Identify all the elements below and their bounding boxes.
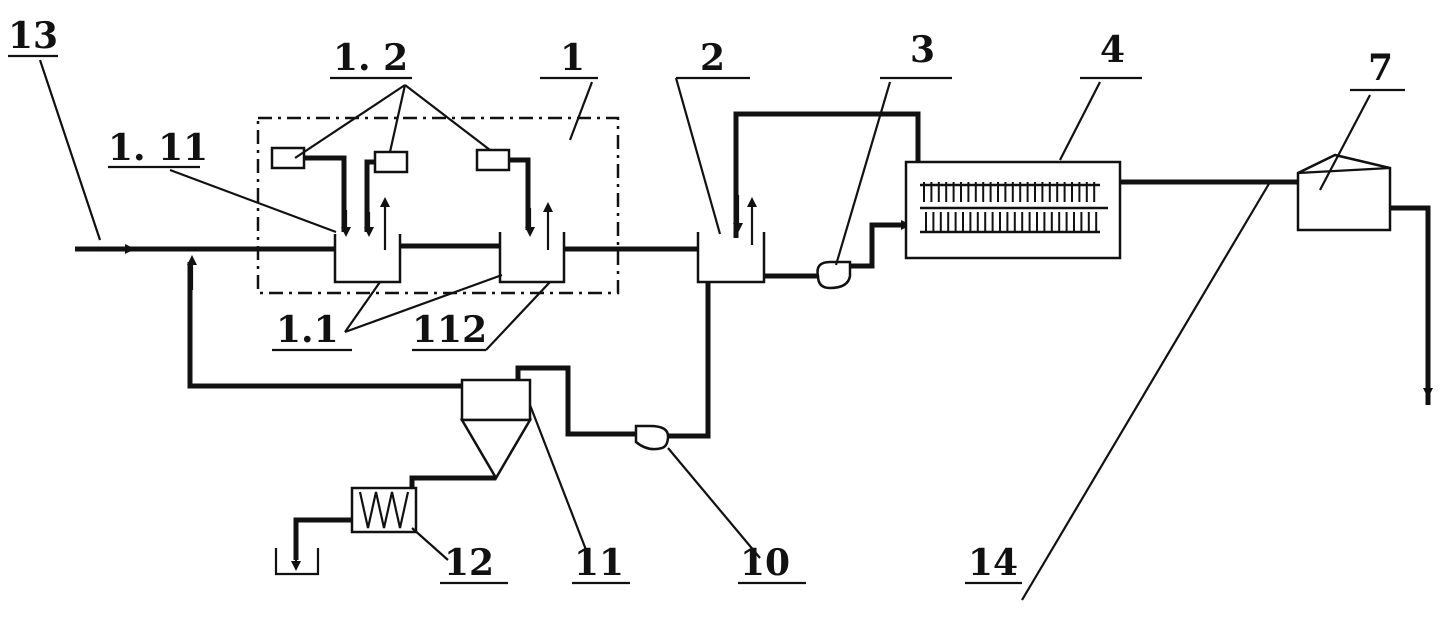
pump-10 xyxy=(634,424,670,451)
label-3: 3 xyxy=(910,29,935,71)
pipe-pump-10-to-cyclone-11 xyxy=(515,365,636,437)
leader-13 xyxy=(38,59,102,241)
leader-3 xyxy=(834,81,892,266)
label-1-2: 1. 2 xyxy=(333,37,408,79)
unit-7 xyxy=(1296,153,1392,232)
leader-1-1-b xyxy=(344,273,503,334)
unit-7-roof-line xyxy=(1297,166,1391,175)
label-1: 1 xyxy=(560,37,585,79)
label-13: 13 xyxy=(8,15,58,57)
leader-7 xyxy=(1319,94,1371,191)
leader-1-2-b xyxy=(388,84,407,153)
tank-112 xyxy=(498,232,566,284)
leader-1 xyxy=(568,81,594,141)
tank-2 xyxy=(696,232,766,284)
leader-1-2-c xyxy=(404,84,491,151)
leader-1-2-a xyxy=(294,84,406,159)
label-7: 7 xyxy=(1368,47,1393,89)
leader-lines xyxy=(8,54,1405,601)
pipe-cyclone-to-unit-12 xyxy=(409,475,496,490)
tank-1-1 xyxy=(333,234,402,284)
dosing-line-1 xyxy=(304,155,347,232)
unit-1-enclosure xyxy=(256,116,620,295)
leader-12 xyxy=(411,527,449,561)
outlet-pipe-7 xyxy=(1390,205,1431,405)
dosing-box-1 xyxy=(270,146,306,170)
leader-4 xyxy=(1059,81,1101,161)
dosing-box-2 xyxy=(373,150,409,174)
dosing-line-3 xyxy=(509,157,531,230)
label-4: 4 xyxy=(1100,29,1125,71)
label-112: 112 xyxy=(412,309,487,351)
label-2: 2 xyxy=(700,37,725,79)
recycle-line-11-to-13 xyxy=(187,262,462,389)
unit-12-spiral xyxy=(358,491,410,529)
pipe-unit-12-to-discharge xyxy=(293,517,352,560)
discharge-bin xyxy=(274,548,320,576)
label-11: 11 xyxy=(574,542,624,584)
label-10: 10 xyxy=(740,542,790,584)
leader-10 xyxy=(667,447,761,559)
label-1-1: 1.1 xyxy=(276,309,339,351)
leader-11 xyxy=(528,404,590,556)
pipe-tank-2-to-pump-10 xyxy=(668,282,711,439)
pipe-pump-3-to-unit-4 xyxy=(850,222,905,269)
leader-112 xyxy=(485,281,551,351)
leader-1-11 xyxy=(169,168,337,234)
pump-3 xyxy=(816,260,852,290)
cyclone-11-body xyxy=(460,378,532,422)
unit-4-internals xyxy=(920,182,1108,234)
dosing-line-2 xyxy=(364,159,375,232)
label-1-11: 1. 11 xyxy=(108,127,208,169)
label-14: 14 xyxy=(968,542,1018,584)
cyclone-11-cone xyxy=(459,418,533,481)
dosing-box-3 xyxy=(475,148,511,172)
recycle-line-4-to-2 xyxy=(733,111,921,238)
leader-1-1-a xyxy=(344,281,381,333)
leader-14 xyxy=(1021,181,1271,601)
label-12: 12 xyxy=(444,542,494,584)
leader-2 xyxy=(674,77,722,235)
unit-4 xyxy=(904,160,1122,260)
